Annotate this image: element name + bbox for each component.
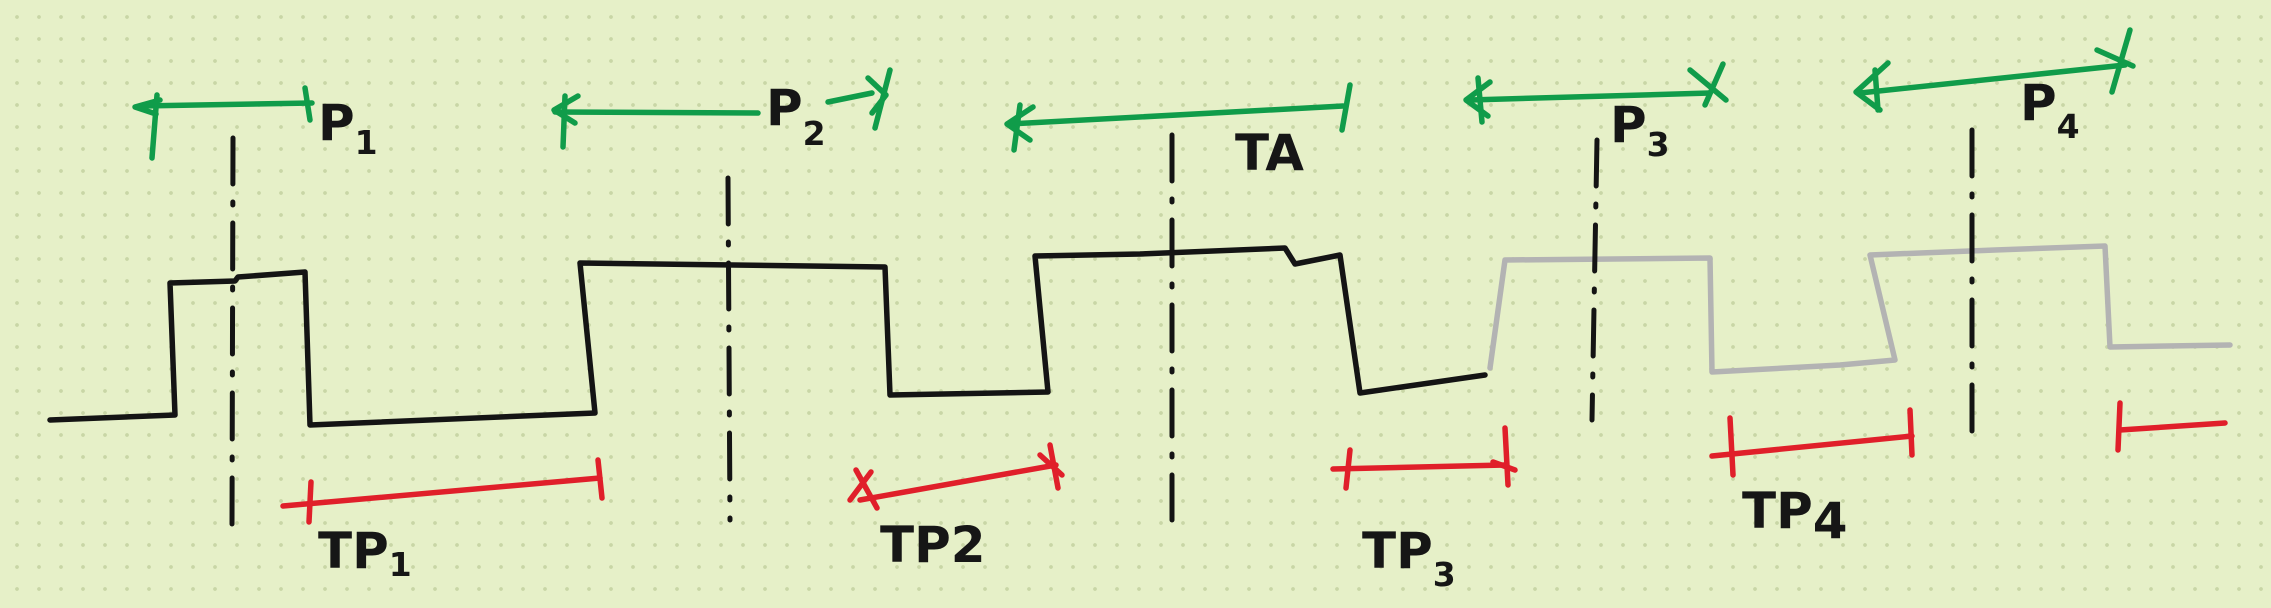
period-marker-p3 [1463,61,1729,125]
label-tp3: TP3 [1362,522,1456,594]
pulse-marker-tp4 [1709,407,1915,478]
signal-wave-future [1487,243,2233,375]
labels: P1 P2 TA P3 P4 TP1 TP2 TP3 TP4 [318,74,2080,594]
pulse-marker-tp5-start [2115,400,2228,453]
label-tp2: TP2 [880,516,986,574]
pulse-markers [280,400,2228,525]
period-markers [132,27,2136,161]
label-tp4: TP4 [1742,482,1848,550]
center-line-2 [725,175,733,523]
signal-wave-active [47,245,1488,428]
label-p1: P1 [318,94,378,162]
period-marker-p4 [1853,27,2136,113]
label-p3: P3 [1610,96,1670,164]
label-p2: P2 [766,79,826,153]
pulse-marker-tp1 [280,457,605,525]
period-marker-p2 [551,67,893,150]
label-ta: TA [1235,124,1304,182]
center-line-1 [229,135,236,528]
pulse-marker-tp2 [847,442,1065,511]
label-tp1: TP1 [318,522,412,584]
center-lines [229,127,1975,528]
period-marker-p1 [132,85,315,161]
pulse-marker-tp3 [1330,425,1518,491]
period-marker-ta [1004,82,1353,153]
label-p4: P4 [2020,74,2080,146]
center-line-4 [1589,137,1600,423]
